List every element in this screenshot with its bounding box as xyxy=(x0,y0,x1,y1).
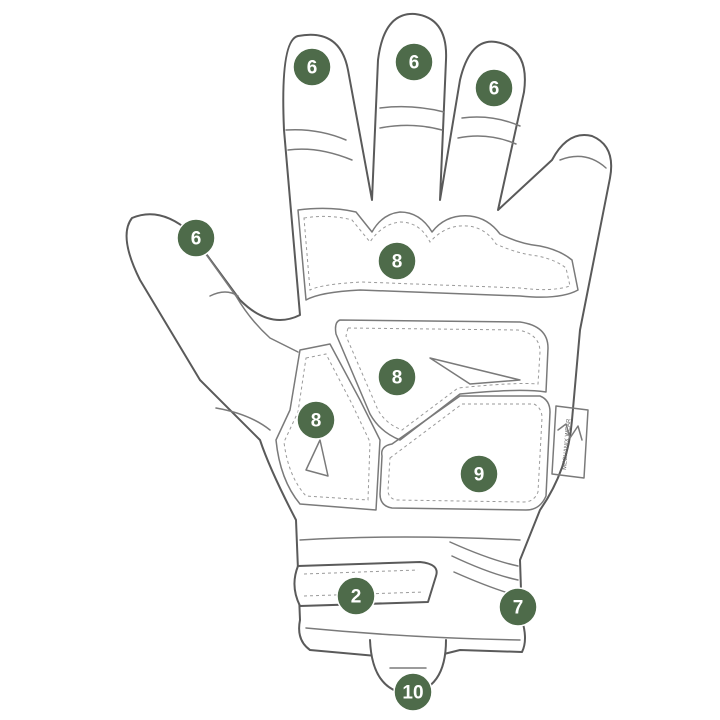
finger-crease xyxy=(379,105,445,113)
thumb-panel xyxy=(189,231,299,353)
callout-marker: 6 xyxy=(394,42,434,82)
upper-palm-pad xyxy=(297,207,579,301)
callout-number: 9 xyxy=(474,465,485,486)
callouts: 6 6 6 6 8 8 8 9 2 7 10 xyxy=(176,42,538,712)
callout-marker: 8 xyxy=(377,357,417,397)
wrist-cuff xyxy=(299,536,521,541)
finger-crease xyxy=(379,124,443,131)
callout-marker: 7 xyxy=(498,587,538,627)
callout-marker: 6 xyxy=(474,68,514,108)
callout-circle xyxy=(292,47,332,87)
heel-pad-left xyxy=(275,343,381,511)
brand-tag-text: MECHANIX WEAR xyxy=(562,418,573,470)
callout-circle xyxy=(336,576,376,616)
center-palm-pad-stitch xyxy=(345,327,541,431)
heel-pad-right xyxy=(379,395,551,511)
finger-crease xyxy=(457,135,517,145)
callout-number: 8 xyxy=(392,252,403,273)
callout-marker: 8 xyxy=(296,400,336,440)
callout-number: 10 xyxy=(402,683,423,704)
finger-crease xyxy=(285,128,347,141)
brand-logo xyxy=(557,423,583,441)
callout-marker: 6 xyxy=(292,47,332,87)
callout-marker: 8 xyxy=(377,241,417,281)
thumb-seam xyxy=(215,407,271,431)
callout-circle xyxy=(498,587,538,627)
callout-marker: 10 xyxy=(393,672,433,712)
callout-number: 6 xyxy=(409,53,420,74)
callout-number: 6 xyxy=(489,79,500,100)
palm-vent xyxy=(429,357,521,385)
callout-circle xyxy=(393,672,433,712)
callout-circle xyxy=(176,218,216,258)
callout-marker: 2 xyxy=(336,576,376,616)
wrist-hem xyxy=(305,627,521,641)
finger-crease xyxy=(461,116,521,127)
callout-circle xyxy=(377,241,417,281)
callout-number: 8 xyxy=(311,411,322,432)
callout-number: 6 xyxy=(307,58,318,79)
callout-circle xyxy=(377,357,417,397)
callout-number: 8 xyxy=(392,368,403,389)
callout-number: 7 xyxy=(513,598,524,619)
callout-marker: 9 xyxy=(459,454,499,494)
upper-palm-pad-stitch xyxy=(303,215,571,291)
callout-number: 2 xyxy=(351,587,362,608)
callout-circle xyxy=(296,400,336,440)
heel-vent xyxy=(305,439,329,477)
callout-marker: 6 xyxy=(176,218,216,258)
brand-tag xyxy=(551,405,589,479)
callout-circle xyxy=(394,42,434,82)
finger-crease xyxy=(287,148,353,161)
callout-circle xyxy=(459,454,499,494)
wrist-cuff-line xyxy=(449,541,519,567)
thumb-tip-line xyxy=(209,291,239,297)
callout-number: 6 xyxy=(191,229,202,250)
callout-circle xyxy=(474,68,514,108)
wrist-cuff-line xyxy=(451,555,519,581)
finger-crease xyxy=(559,155,607,169)
center-palm-pad xyxy=(334,319,549,441)
glove-outline xyxy=(125,12,613,661)
